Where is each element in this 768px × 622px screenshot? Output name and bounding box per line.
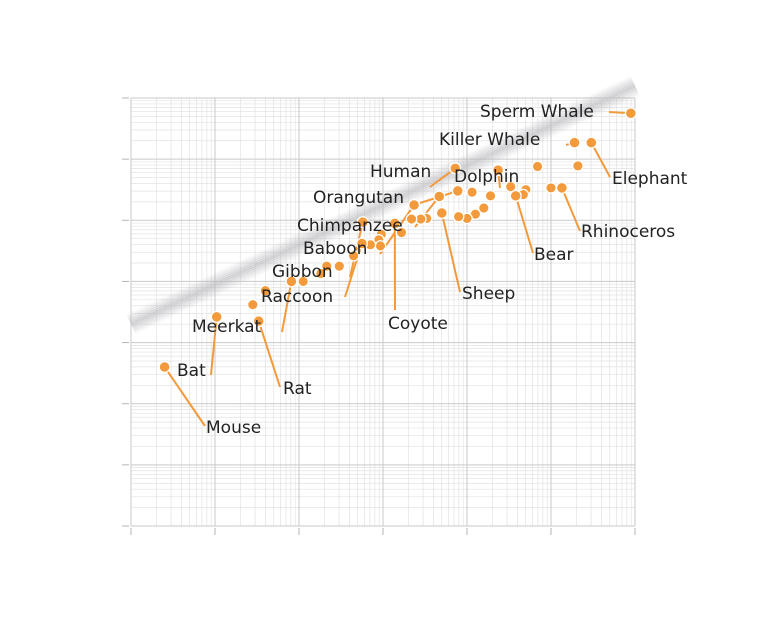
data-point xyxy=(314,267,327,280)
trend-band-stroke xyxy=(133,91,639,333)
data-point xyxy=(405,213,418,225)
point-label-bat: Bat xyxy=(177,361,206,381)
trend-band xyxy=(126,75,640,335)
data-point xyxy=(347,249,360,262)
point-label-mouse: Mouse xyxy=(206,418,261,438)
data-point xyxy=(477,202,490,214)
data-point xyxy=(395,226,408,239)
point-label-rat: Rat xyxy=(283,379,312,399)
data-point-bat xyxy=(210,310,223,323)
point-label-human: Human xyxy=(370,162,431,182)
data-point-mouse xyxy=(158,360,171,374)
trend-band-stroke xyxy=(127,77,633,319)
trend-band-stroke xyxy=(126,75,632,317)
data-point-gibbon xyxy=(356,216,369,229)
point-label-coyote: Coyote xyxy=(388,314,448,334)
data-points xyxy=(158,107,637,374)
data-point xyxy=(466,186,478,199)
point-label-meerkat: Meerkat xyxy=(192,317,262,337)
data-point xyxy=(484,189,497,202)
data-point-coyote xyxy=(388,217,401,230)
label-leader-line xyxy=(440,212,461,293)
point-label-dolphin: Dolphin xyxy=(454,167,519,187)
trend-band-stroke xyxy=(133,90,639,331)
data-point-raccoon xyxy=(355,237,369,250)
label-leader-line xyxy=(514,195,534,254)
trend-band-stroke xyxy=(131,86,637,328)
data-point-human xyxy=(449,162,462,175)
point-label-bear: Bear xyxy=(534,245,574,265)
data-point xyxy=(545,182,557,194)
trend-band-stroke xyxy=(129,82,635,324)
label-leader-line xyxy=(210,316,218,376)
data-point xyxy=(333,260,346,272)
trend-band-group xyxy=(126,75,640,335)
label-leader-line xyxy=(163,366,206,427)
label-leader-line xyxy=(560,187,581,232)
data-point-dolphin xyxy=(492,164,505,177)
trend-band-stroke xyxy=(127,79,633,320)
data-point-elephant xyxy=(585,136,598,149)
point-label-gibbon: Gibbon xyxy=(272,262,333,282)
data-point-sheep xyxy=(435,206,448,219)
data-point xyxy=(374,240,387,252)
point-label-chimpanzee: Chimpanzee xyxy=(297,216,403,236)
data-point xyxy=(297,275,310,288)
data-point xyxy=(572,160,584,172)
point-label-sperm-whale: Sperm Whale xyxy=(480,102,594,122)
data-point-rhinoceros xyxy=(555,181,568,194)
data-point-killer-whale xyxy=(568,136,581,149)
label-leader-line xyxy=(257,320,281,388)
trend-band-stroke xyxy=(132,88,638,330)
label-leader-line xyxy=(344,243,363,298)
data-point-sperm-whale xyxy=(624,107,637,120)
label-leader-line xyxy=(281,281,293,333)
data-point xyxy=(452,210,465,223)
label-leader-line xyxy=(590,142,611,178)
point-label-killer-whale: Killer Whale xyxy=(439,130,540,150)
point-label-baboon: Baboon xyxy=(303,239,367,259)
point-label-orangutan: Orangutan xyxy=(313,188,404,208)
data-point xyxy=(504,180,517,193)
data-point-baboon xyxy=(408,198,421,212)
trend-band-stroke xyxy=(130,84,636,326)
point-label-rhinoceros: Rhinoceros xyxy=(581,222,675,242)
trend-band-stroke xyxy=(128,80,634,322)
data-point-bear xyxy=(509,189,522,202)
trend-band-stroke xyxy=(134,93,640,335)
data-point xyxy=(246,298,259,311)
point-label-elephant: Elephant xyxy=(612,169,688,189)
point-label-raccoon: Raccoon xyxy=(261,287,333,307)
data-point-meerkat xyxy=(285,275,298,288)
data-point xyxy=(259,284,272,297)
data-point xyxy=(531,160,544,173)
point-label-sheep: Sheep xyxy=(462,284,515,304)
data-point-chimpanzee xyxy=(433,190,446,203)
label-leader-line xyxy=(349,221,364,278)
data-point-rat xyxy=(252,315,265,328)
data-point-orangutan xyxy=(451,184,464,197)
